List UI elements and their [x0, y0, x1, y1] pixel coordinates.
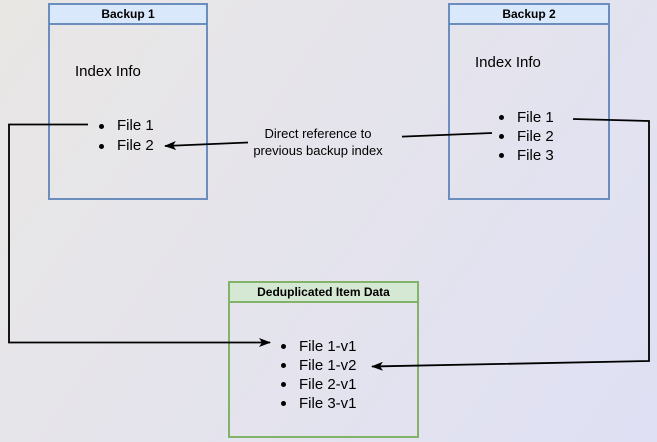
list-item: File 1-v1 — [276, 337, 357, 356]
list-item: File 2 — [494, 127, 554, 146]
bullet-icon — [499, 153, 504, 158]
list-item-label: File 1-v2 — [299, 357, 357, 374]
list-item-label: File 3 — [517, 147, 554, 164]
dedup-title: Deduplicated Item Data — [230, 283, 417, 303]
backup2-file-list: File 1 File 2 File 3 — [494, 108, 554, 165]
list-item: File 2-v1 — [276, 375, 357, 394]
bullet-icon — [281, 363, 286, 368]
list-item-label: File 3-v1 — [299, 395, 357, 412]
list-item-label: File 2-v1 — [299, 376, 357, 393]
bullet-icon — [281, 401, 286, 406]
list-item-label: File 1-v1 — [299, 338, 357, 355]
list-item: File 3-v1 — [276, 394, 357, 413]
list-item: File 1 — [494, 108, 554, 127]
list-item: File 1-v2 — [276, 356, 357, 375]
backup1-title: Backup 1 — [50, 5, 206, 25]
list-item-label: File 1 — [517, 109, 554, 126]
list-item-label: File 1 — [117, 117, 154, 134]
list-item: File 3 — [494, 146, 554, 165]
bullet-icon — [281, 344, 286, 349]
bullet-icon — [99, 143, 104, 149]
list-item: File 1 — [94, 116, 154, 136]
list-item-label: File 2 — [117, 137, 154, 154]
backup1-index-info-label: Index Info — [75, 63, 141, 80]
backup1-box: Backup 1 Index Info File 1 File 2 — [48, 3, 208, 200]
direct-reference-label-line1: Direct reference to — [264, 126, 372, 141]
list-item: File 2 — [94, 136, 154, 156]
backup2-box: Backup 2 Index Info File 1 File 2 File 3 — [448, 3, 610, 200]
bullet-icon — [99, 123, 104, 129]
bullet-icon — [499, 134, 504, 139]
backup2-title: Backup 2 — [450, 5, 608, 25]
bullet-icon — [281, 382, 286, 387]
bullet-icon — [499, 115, 504, 120]
direct-reference-label-line2: previous backup index — [253, 143, 383, 158]
list-item-label: File 2 — [517, 128, 554, 145]
backup1-file-list: File 1 File 2 — [94, 116, 154, 156]
direct-reference-label: Direct reference to previous backup inde… — [238, 125, 398, 159]
backup2-index-info-label: Index Info — [475, 54, 541, 71]
